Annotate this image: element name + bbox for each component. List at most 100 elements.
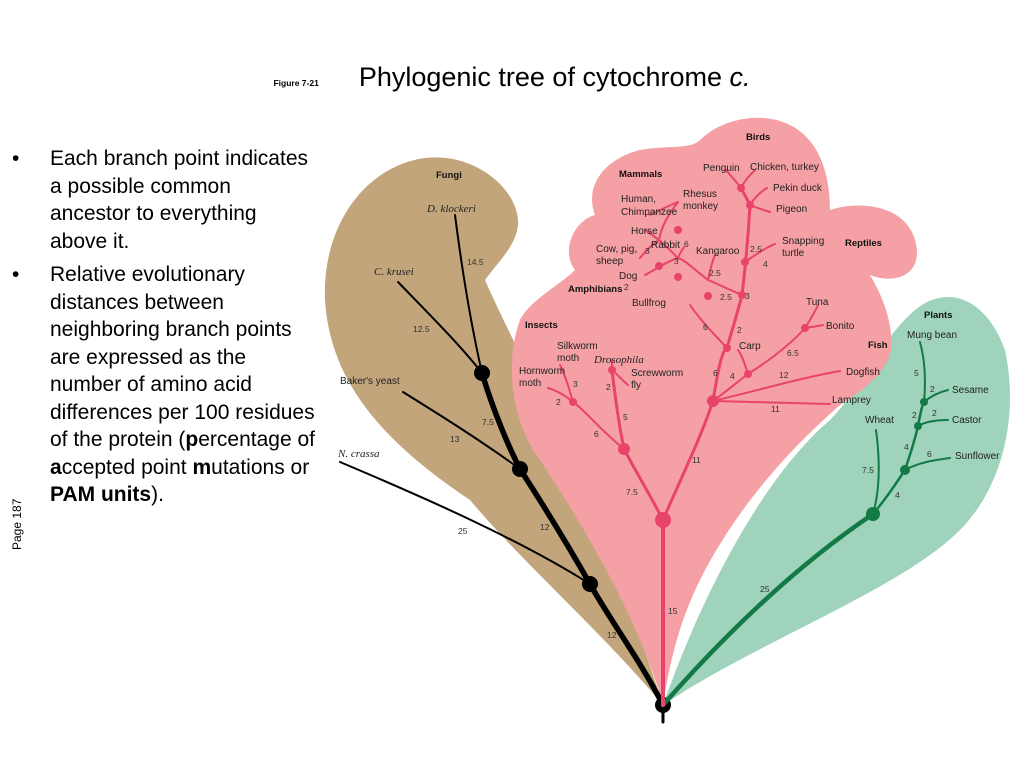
dist-label: 3 — [674, 256, 679, 266]
label-dog: Dog — [619, 271, 637, 282]
dist-label: 12 — [779, 370, 789, 380]
group-amphibians: Amphibians — [568, 284, 622, 295]
dist-label: 12 — [607, 630, 617, 640]
node — [801, 324, 809, 332]
animals-region — [511, 117, 917, 706]
label-castor: Castor — [952, 415, 982, 426]
dist-label: 3 — [573, 379, 578, 389]
label-turtle: turtle — [782, 248, 805, 259]
dist-label: 2 — [930, 384, 935, 394]
dist-label: 4 — [904, 442, 909, 452]
node — [741, 258, 749, 266]
node — [746, 201, 754, 209]
group-insects: Insects — [525, 320, 558, 331]
node — [582, 576, 598, 592]
node — [608, 366, 616, 374]
dist-label: 5 — [914, 368, 919, 378]
dist-label: 15 — [668, 606, 678, 616]
fungi-trunk — [479, 370, 666, 708]
human-branch — [649, 201, 679, 216]
animal-nodes — [569, 184, 809, 528]
node — [674, 226, 682, 234]
fungi-branch-dklockeri — [454, 214, 483, 374]
label-hornworm-moth: moth — [519, 378, 541, 389]
figure-number: Figure 7-21 — [273, 78, 319, 88]
dist-label: 6 — [713, 368, 718, 378]
node — [618, 443, 630, 455]
bullet-text: Each branch point indicates a possible c… — [50, 147, 308, 253]
bullet-item: •Relative evolutionary distances between… — [12, 263, 316, 506]
dist-label: 2 — [556, 397, 561, 407]
slide-title: Figure 7-21 Phylogenic tree of cytochrome… — [0, 62, 1024, 93]
dist-label: 12 — [540, 522, 550, 532]
label-human: Human, — [621, 194, 656, 205]
dist-label: 13 — [450, 434, 460, 444]
label-bonito: Bonito — [826, 321, 855, 332]
bullet-text-part: utations or — [211, 455, 310, 479]
bullet-bold: m — [192, 455, 212, 479]
figure-caption: Phylogenic tree of cytochrome — [358, 62, 722, 92]
dist-label: 12.5 — [413, 324, 430, 334]
figure-caption-italic: c. — [729, 62, 751, 92]
dist-label: 2.5 — [750, 244, 762, 254]
dist-label: 7.5 — [626, 487, 638, 497]
fungi-branch-ckrusei — [397, 281, 483, 374]
kangaroo-branch — [707, 254, 716, 281]
node — [900, 465, 910, 475]
node — [655, 512, 671, 528]
group-mammals: Mammals — [619, 169, 662, 180]
label-cow: Cow, pig, — [596, 244, 637, 255]
label-snapping: Snapping — [782, 236, 824, 247]
dist-label: 2 — [606, 382, 611, 392]
label-c-krusei: C. krusei — [374, 266, 414, 278]
label-bullfrog: Bullfrog — [632, 298, 666, 309]
dist-label: 2.5 — [720, 292, 732, 302]
group-labels: Fungi Birds Mammals Reptiles Amphibians … — [436, 132, 953, 351]
bullet-item: •Each branch point indicates a possible … — [12, 147, 308, 253]
node — [920, 398, 928, 406]
node — [866, 507, 880, 521]
fungi-branch-bakers — [402, 391, 521, 470]
label-silkworm-moth: moth — [557, 353, 579, 364]
bullet-text-part: ccepted point — [61, 455, 193, 479]
dist-label: 2 — [737, 325, 742, 335]
label-tuna: Tuna — [806, 297, 829, 308]
dist-label: 11 — [692, 455, 701, 465]
dist-label: 4 — [730, 371, 735, 381]
label-bakers-yeast: Baker's yeast — [340, 376, 400, 387]
dist-label: 6 — [594, 429, 599, 439]
label-sheep: sheep — [596, 256, 624, 267]
label-horse: Horse — [631, 226, 658, 237]
plant-branch-main — [871, 400, 926, 516]
node — [737, 184, 745, 192]
dist-label: 3 — [745, 291, 750, 301]
bullet-bold: PAM units — [50, 483, 152, 506]
node — [474, 365, 490, 381]
plant-branch-wheat — [872, 429, 880, 515]
fungi-branches — [339, 214, 666, 724]
distance-labels: 14.5 12.5 7.5 13 12 25 12 15 11 7.5 6 5 … — [413, 239, 937, 640]
label-penguin: Penguin — [703, 163, 740, 174]
dist-label: 2 — [912, 410, 917, 420]
bullet-bold: a — [50, 455, 62, 479]
label-rabbit: Rabbit — [651, 240, 680, 251]
dist-label: 14.5 — [467, 257, 484, 267]
taxa-labels: D. klockeri C. krusei Baker's yeast N. c… — [337, 162, 1000, 462]
label-n-crassa: N. crassa — [337, 448, 380, 460]
dist-label: 6 — [703, 322, 708, 332]
dist-label: 25 — [760, 584, 770, 594]
group-fish: Fish — [868, 340, 888, 351]
label-hornworm: Hornworm — [519, 366, 565, 377]
label-sesame: Sesame — [952, 385, 989, 396]
cow-branch — [639, 239, 660, 259]
node — [744, 370, 752, 378]
fungi-branch-ncrassa — [339, 461, 591, 585]
fish-dogfish — [712, 370, 841, 402]
plant-branch-mung — [919, 341, 926, 403]
dist-label: 6 — [927, 449, 932, 459]
label-pigeon: Pigeon — [776, 204, 807, 215]
node — [738, 291, 746, 299]
label-screwworm-fly: fly — [631, 380, 641, 391]
label-rhesus: Rhesus — [683, 189, 717, 200]
node — [704, 292, 712, 300]
